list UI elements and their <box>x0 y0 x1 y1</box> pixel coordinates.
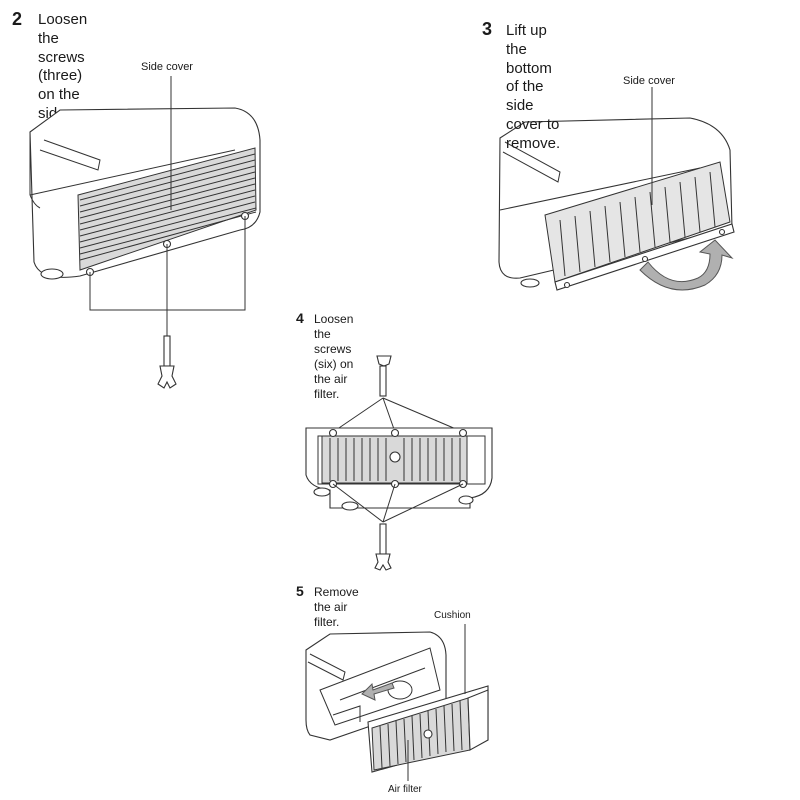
step-3-cover-slats <box>559 171 716 277</box>
step-3-side-cover-label: Side cover <box>623 75 675 87</box>
step-2-side-cover-label: Side cover <box>141 61 193 73</box>
step-4-screwdriver-top-icon <box>376 355 392 397</box>
step-5-instruction: Remove the air filter. <box>314 585 359 630</box>
step-3-text-line2: cover to remove. <box>506 115 561 152</box>
step-4-number: 4 <box>296 310 304 326</box>
step-2-screwdriver-icon <box>157 335 177 389</box>
step-5-projector-illustration <box>305 624 489 781</box>
step-5-number: 5 <box>296 583 304 599</box>
step-2-grille-slats <box>79 153 257 261</box>
step-3-instruction: Lift up the bottom of the side cover to … <box>506 22 560 153</box>
step-5-air-filter-label: Air filter <box>388 784 422 795</box>
step-3-projector-illustration <box>498 87 735 291</box>
step-4-instruction: Loosen the screws (six) on the air filte… <box>314 312 353 402</box>
step-2-projector-illustration <box>29 76 261 389</box>
step-4-text-line2: filter. <box>314 387 340 401</box>
step-5-text-line1: Remove the air filter. <box>314 585 359 629</box>
step-4-projector-illustration <box>305 355 493 571</box>
step-5-cushion-label: Cushion <box>434 610 471 621</box>
step-5-remove-arrow-icon <box>361 682 395 701</box>
step-3-lift-arrow-icon <box>639 239 734 291</box>
step-4-screwdriver-bottom-icon <box>374 523 392 571</box>
step-2-text-line1: Loosen the screws (three) on the <box>38 11 88 103</box>
step-4-text-line1: Loosen the screws (six) on the air <box>314 312 354 386</box>
step-2-number: 2 <box>12 9 23 29</box>
step-3-number: 3 <box>482 19 493 39</box>
step-4-filter-slats <box>329 438 461 481</box>
step-3-text-line1: Lift up the bottom of the side <box>506 22 552 114</box>
